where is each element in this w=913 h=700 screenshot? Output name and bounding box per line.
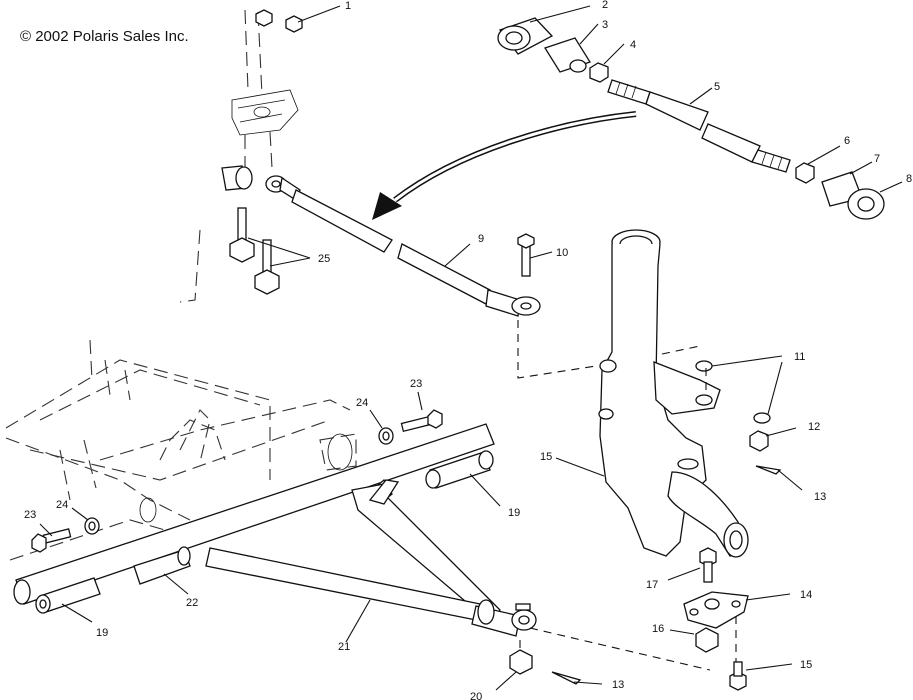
assembly-arrow bbox=[372, 111, 637, 220]
washer-24-right bbox=[369, 409, 394, 445]
callout-1: 1 bbox=[345, 0, 351, 12]
nut-1 bbox=[255, 5, 341, 33]
bushing-19-left bbox=[35, 577, 101, 623]
bolt-23-left bbox=[31, 523, 72, 553]
jam-sleeve-3 bbox=[544, 23, 599, 73]
callout-23-left: 23 bbox=[24, 509, 36, 521]
callout-4: 4 bbox=[630, 39, 636, 51]
cotter-pin-13-lower bbox=[551, 671, 603, 685]
callout-2: 2 bbox=[602, 0, 608, 11]
callout-11: 11 bbox=[794, 351, 805, 363]
mounting-plate-14 bbox=[683, 591, 791, 629]
callout-16: 16 bbox=[652, 623, 664, 635]
nut-20 bbox=[495, 640, 533, 691]
assembly-line-a-arm bbox=[529, 627, 711, 671]
tie-rod-end-7 bbox=[821, 161, 903, 220]
callout-21: 21 bbox=[338, 641, 350, 653]
washer-11 bbox=[661, 345, 783, 424]
callout-25: 25 bbox=[318, 253, 330, 265]
callout-14: 14 bbox=[800, 589, 812, 601]
sleeve-22 bbox=[133, 546, 191, 595]
steering-post-ghost bbox=[179, 9, 299, 303]
jam-nut-4 bbox=[589, 43, 625, 83]
callout-19-left: 19 bbox=[96, 627, 108, 639]
tie-rod-9 bbox=[265, 175, 541, 317]
callout-24-left: 24 bbox=[56, 499, 68, 511]
bolt-10 bbox=[517, 233, 553, 277]
bolt-15-lower bbox=[729, 616, 793, 691]
tie-rod-end-2 bbox=[497, 5, 591, 55]
bushing-19-right bbox=[425, 450, 501, 507]
callout-12: 12 bbox=[808, 421, 820, 433]
callout-15-upper: 15 bbox=[540, 451, 552, 463]
spacer bbox=[221, 165, 253, 191]
callout-labels: 1 2 3 4 5 6 7 8 9 10 11 12 13 15 14 16 1… bbox=[24, 0, 912, 700]
callout-13-lower: 13 bbox=[612, 679, 624, 691]
callout-9: 9 bbox=[478, 233, 484, 245]
bolt-25 bbox=[229, 207, 311, 295]
callout-7: 7 bbox=[874, 153, 880, 165]
callout-24-right: 24 bbox=[356, 397, 368, 409]
callout-6: 6 bbox=[844, 135, 850, 147]
callout-20: 20 bbox=[470, 691, 482, 700]
callout-8: 8 bbox=[906, 173, 912, 185]
spindle-15 bbox=[555, 229, 749, 558]
nut-16 bbox=[669, 627, 719, 653]
assembly-line-9 bbox=[517, 320, 597, 379]
bolt-23-right bbox=[400, 391, 443, 433]
cotter-pin-13-upper bbox=[755, 465, 803, 491]
a-arm-21 bbox=[13, 423, 537, 643]
adjuster-rod-5 bbox=[607, 79, 791, 173]
callout-19-right: 19 bbox=[508, 507, 520, 519]
callout-13-upper: 13 bbox=[814, 491, 826, 503]
washer-24-left bbox=[71, 507, 100, 535]
callout-3: 3 bbox=[602, 19, 608, 31]
callout-22: 22 bbox=[186, 597, 198, 609]
callout-23-right: 23 bbox=[410, 378, 422, 390]
callout-17: 17 bbox=[646, 579, 658, 591]
frame-ghost bbox=[5, 339, 357, 561]
ball-joint-stud-17 bbox=[667, 547, 717, 583]
callout-15-lower: 15 bbox=[800, 659, 812, 671]
copyright-notice: © 2002 Polaris Sales Inc. bbox=[20, 28, 189, 45]
callout-5: 5 bbox=[714, 81, 720, 93]
callout-10: 10 bbox=[556, 247, 568, 259]
nut-12 bbox=[749, 427, 797, 452]
jam-nut-6 bbox=[795, 145, 841, 184]
